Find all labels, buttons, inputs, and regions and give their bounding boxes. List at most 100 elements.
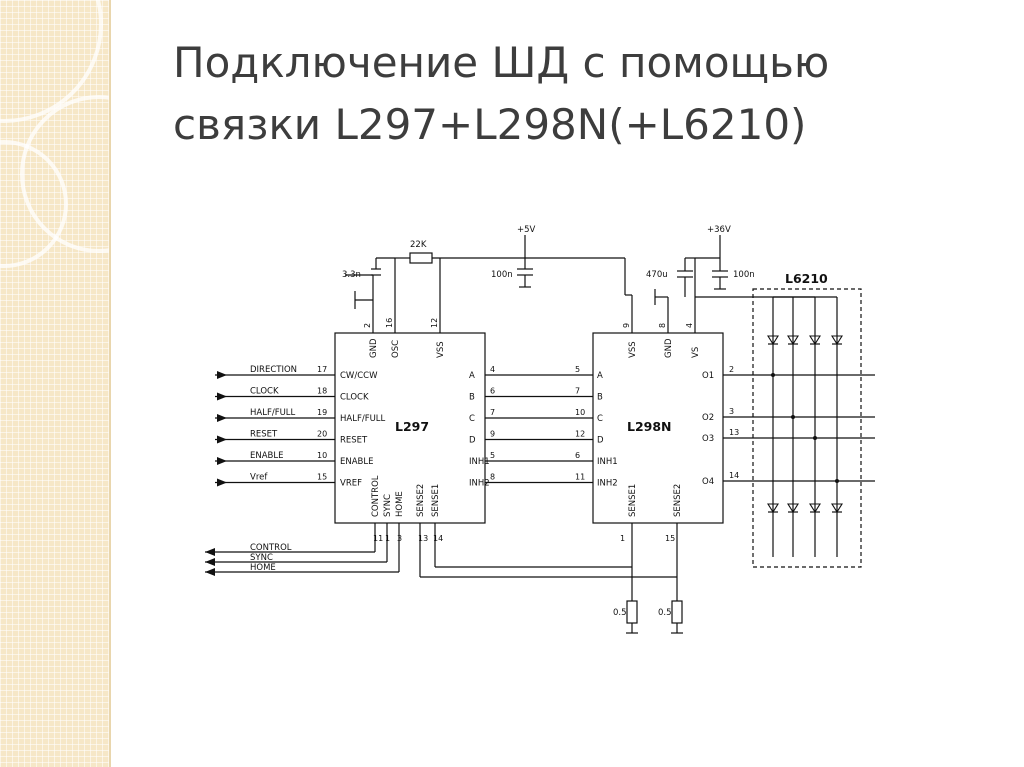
input-pin-1: 18 (317, 387, 327, 396)
input-pin-5: 15 (317, 473, 327, 482)
input-signal-5: Vref (250, 473, 268, 483)
input-arrow-4 (217, 457, 227, 465)
output-label-0: CONTROL (250, 543, 292, 553)
l297-bottom-name-3: SENSE2 (416, 484, 426, 517)
input-arrow-2 (217, 414, 227, 422)
input-signal-2: HALF/FULL (250, 408, 296, 418)
output-label-2: HOME (250, 563, 276, 573)
input-pin-2: 19 (317, 408, 327, 417)
diode-3-1 (831, 503, 843, 514)
diode-2-1 (809, 503, 821, 514)
l297-top-pin-1: 16 (385, 318, 394, 328)
diode-2-0 (809, 335, 821, 346)
l297-out-pin-3: 9 (490, 430, 495, 439)
l297-out-pin-5: 8 (490, 473, 495, 482)
output-arrow-0 (205, 548, 215, 556)
l297-bottom-pin-4: 14 (433, 534, 443, 543)
l297-body (334, 332, 486, 524)
l297-top-pin-2: 12 (430, 318, 439, 328)
l297-bottom-pin-3: 13 (418, 534, 428, 543)
l298-in-pin-5: 11 (575, 473, 585, 482)
l297-pin-name-4: ENABLE (340, 457, 373, 467)
cap-vs-label: 100n (733, 270, 755, 280)
l298-top-pin-0: 9 (622, 323, 631, 328)
l298-top-name-2: VS (691, 347, 701, 358)
input-arrow-3 (217, 435, 227, 444)
l298-in-name-4: INH1 (597, 457, 618, 467)
l298-out-pin-0: 2 (729, 365, 734, 374)
slide-title-line-1: Подключение ШД с помощью (173, 38, 830, 87)
l297-out-name-4: INH1 (469, 457, 490, 467)
l298-top-pin-2: 4 (685, 323, 694, 328)
panel-edge (109, 0, 111, 767)
l298-out-pin-2: 13 (729, 428, 739, 437)
l298-sense-name-1: SENSE2 (673, 484, 683, 517)
l297-out-name-3: D (469, 436, 476, 446)
junction-dot-2 (813, 436, 817, 440)
resistor-22k (409, 252, 433, 264)
l6210-box (752, 288, 862, 568)
l298-sense-pin-0: 1 (620, 534, 625, 543)
diode-0-0 (767, 335, 779, 346)
input-signal-1: CLOCK (250, 387, 279, 397)
l297-out-pin-4: 5 (490, 451, 495, 460)
l298-in-name-0: A (597, 371, 603, 381)
l297-pin-name-5: VREF (340, 479, 362, 489)
l298-in-name-1: B (597, 393, 603, 403)
sense-r2-label: 0.5 (658, 608, 672, 618)
l297-out-name-2: C (469, 414, 475, 424)
input-signal-3: RESET (250, 430, 278, 440)
l297-out-name-5: INH2 (469, 479, 490, 489)
l297-pin-name-3: RESET (340, 436, 368, 446)
sense-resistor-1 (626, 600, 638, 624)
l298-in-pin-2: 10 (575, 408, 585, 417)
input-pin-3: 20 (317, 430, 327, 439)
l298-in-pin-3: 12 (575, 430, 585, 439)
l298-out-name-3: O4 (702, 477, 714, 487)
supply-plus36v: +36V (707, 225, 731, 235)
l297-bottom-pin-0: 11 (373, 534, 383, 543)
diode-1-1 (787, 503, 799, 514)
l298-top-pin-1: 8 (658, 323, 667, 328)
cap-osc-label: 3.3n (342, 270, 361, 280)
l298-in-pin-1: 7 (575, 387, 580, 396)
l298-out-name-2: O3 (702, 434, 714, 444)
junction-dot-0 (771, 373, 775, 377)
l297-pin-name-1: CLOCK (340, 393, 369, 403)
l297-out-pin-0: 4 (490, 365, 495, 374)
supply-plus5v: +5V (517, 225, 536, 235)
input-arrow-5 (217, 478, 227, 487)
cap-vss-label: 100n (491, 270, 513, 280)
l298n-body (592, 332, 724, 524)
junction-dot-3 (835, 479, 839, 483)
l297-bottom-name-0: CONTROL (371, 475, 381, 517)
l298-top-name-0: VSS (628, 341, 638, 358)
output-arrow-2 (205, 568, 215, 576)
input-signal-4: ENABLE (250, 451, 283, 461)
l297-out-pin-1: 6 (490, 387, 495, 396)
decorative-side-panel (0, 0, 111, 767)
sense-r1-label: 0.5 (613, 608, 627, 618)
input-arrow-0 (217, 371, 227, 379)
resistor-22k-label: 22K (410, 240, 427, 250)
l298-in-pin-0: 5 (575, 365, 580, 374)
l298-in-name-3: D (597, 436, 604, 446)
l297-top-pin-0: 2 (363, 323, 372, 328)
input-pin-4: 10 (317, 451, 327, 460)
l297-bottom-name-4: SENSE1 (431, 484, 441, 517)
l297-bottom-name-2: HOME (395, 491, 405, 517)
cap-470u-label: 470u (646, 270, 668, 280)
l298-top-name-1: GND (664, 338, 674, 358)
schematic-wiring (334, 235, 862, 634)
output-arrow-1 (205, 558, 215, 566)
chip-label-l6210: L6210 (785, 271, 828, 286)
l298-out-pin-3: 14 (729, 471, 739, 480)
l297-out-name-1: B (469, 393, 475, 403)
input-pin-0: 17 (317, 365, 327, 374)
input-arrow-1 (217, 392, 227, 401)
diode-3-0 (831, 335, 843, 346)
l298-out-name-1: O2 (702, 413, 714, 423)
l298-sense-name-0: SENSE1 (628, 484, 638, 517)
